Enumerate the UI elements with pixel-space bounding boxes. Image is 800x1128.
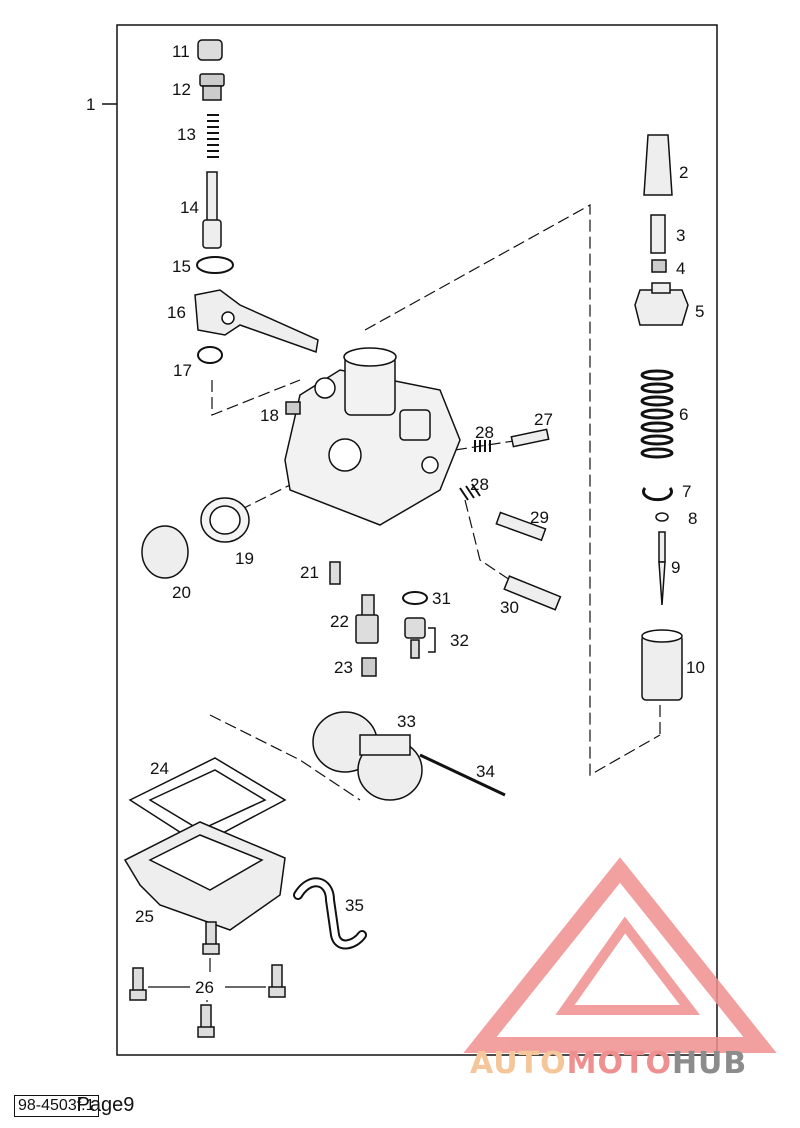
part-26-leaders bbox=[148, 958, 266, 1002]
part-5-top-cap bbox=[634, 282, 689, 326]
svg-text:2: 2 bbox=[679, 163, 688, 182]
part-23-main-jet bbox=[361, 657, 377, 677]
part-25-float-bowl bbox=[123, 821, 286, 931]
svg-text:3: 3 bbox=[676, 226, 685, 245]
part-24-gasket bbox=[128, 757, 287, 846]
part-22-needle-jet bbox=[355, 594, 379, 644]
svg-text:28: 28 bbox=[475, 423, 494, 442]
part-19-rubber-ring bbox=[200, 497, 250, 543]
part-14-plunger bbox=[202, 171, 222, 249]
document-id: 98-4503f.1 bbox=[14, 1095, 99, 1117]
part-29-idle-screw bbox=[495, 511, 547, 542]
carburetor-body bbox=[284, 347, 461, 526]
svg-text:18: 18 bbox=[260, 406, 279, 425]
svg-text:21: 21 bbox=[300, 563, 319, 582]
part-8-washer bbox=[655, 512, 669, 522]
svg-text:15: 15 bbox=[172, 257, 191, 276]
svg-text:34: 34 bbox=[476, 762, 495, 781]
page-number: Page9 bbox=[76, 1094, 135, 1116]
part-30-adjust-screw bbox=[503, 575, 562, 611]
svg-text:20: 20 bbox=[172, 583, 191, 602]
part-15-washer bbox=[196, 256, 234, 274]
part-4-nut bbox=[651, 259, 667, 273]
svg-text:4: 4 bbox=[676, 259, 685, 278]
watermark-moto: MOTO bbox=[566, 1046, 672, 1081]
part-27-screw bbox=[510, 428, 550, 448]
part-33-float bbox=[312, 711, 423, 801]
svg-text:19: 19 bbox=[235, 549, 254, 568]
part-21-jet bbox=[329, 561, 341, 585]
part-31-o-ring bbox=[402, 591, 428, 605]
part-10-slide bbox=[641, 629, 683, 701]
svg-text:5: 5 bbox=[695, 302, 704, 321]
part-11-cap bbox=[197, 39, 223, 61]
svg-text:7: 7 bbox=[682, 482, 691, 501]
dashed-leaders bbox=[209, 203, 661, 801]
svg-text:9: 9 bbox=[671, 558, 680, 577]
svg-text:33: 33 bbox=[397, 712, 416, 731]
part-20-cap bbox=[141, 525, 189, 579]
part-34-float-pin bbox=[419, 753, 506, 797]
callout-labels: 11 12 13 14 15 16 17 18 19 20 21 22 23 2… bbox=[135, 42, 705, 997]
svg-text:26: 26 bbox=[195, 978, 214, 997]
svg-text:28: 28 bbox=[470, 475, 489, 494]
watermark-logo bbox=[463, 857, 777, 1053]
svg-text:14: 14 bbox=[180, 198, 199, 217]
watermark-hub: HUB bbox=[671, 1046, 748, 1081]
part-16-choke-lever bbox=[194, 289, 319, 354]
svg-text:32: 32 bbox=[450, 631, 469, 650]
part-12-nut bbox=[199, 73, 225, 101]
svg-text:31: 31 bbox=[432, 589, 451, 608]
callout-assembly: 1 bbox=[86, 95, 95, 114]
svg-text:8: 8 bbox=[688, 509, 697, 528]
svg-text:30: 30 bbox=[500, 598, 519, 617]
part-6-spring bbox=[640, 369, 674, 459]
watermark-text: AUTOMOTOHUB bbox=[470, 1046, 747, 1081]
svg-text:11: 11 bbox=[172, 42, 190, 61]
part-7-clip bbox=[642, 487, 673, 502]
part-3-adjuster bbox=[650, 214, 666, 254]
part-28-spring-lower bbox=[459, 483, 481, 501]
svg-text:22: 22 bbox=[330, 612, 349, 631]
part-2-rubber-cap bbox=[643, 134, 673, 196]
svg-text:27: 27 bbox=[534, 410, 553, 429]
watermark-auto: AUTO bbox=[470, 1046, 567, 1081]
part-17-o-ring bbox=[197, 346, 223, 364]
part-9-needle bbox=[658, 531, 666, 606]
svg-text:16: 16 bbox=[167, 303, 186, 322]
svg-text:35: 35 bbox=[345, 896, 364, 915]
page-footer: 98-4503f.1 Page9 bbox=[14, 1093, 134, 1117]
svg-text:25: 25 bbox=[135, 907, 154, 926]
part-26-screws bbox=[129, 921, 286, 1038]
svg-text:13: 13 bbox=[177, 125, 196, 144]
svg-text:24: 24 bbox=[150, 759, 169, 778]
part-13-spring bbox=[207, 114, 219, 158]
svg-text:23: 23 bbox=[334, 658, 353, 677]
svg-text:17: 17 bbox=[173, 361, 192, 380]
part-32-pilot-jet bbox=[404, 617, 436, 659]
part-28-spring-upper bbox=[474, 440, 491, 452]
svg-text:10: 10 bbox=[686, 658, 705, 677]
svg-text:12: 12 bbox=[172, 80, 191, 99]
svg-text:29: 29 bbox=[530, 508, 549, 527]
part-18-screw bbox=[285, 401, 301, 415]
assembly-frame bbox=[116, 24, 718, 1056]
svg-text:6: 6 bbox=[679, 405, 688, 424]
